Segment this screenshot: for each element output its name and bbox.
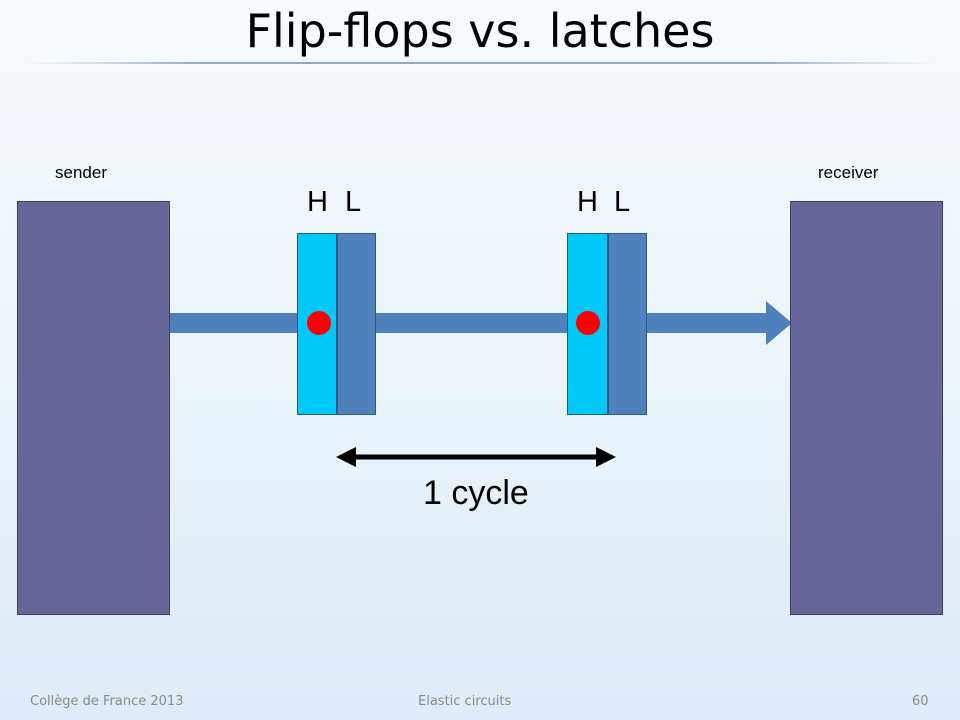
token-dot-2 (576, 311, 600, 335)
latch-1-low (337, 233, 376, 415)
latch-2-h-label: H (577, 186, 599, 218)
receiver-label: receiver (818, 163, 879, 182)
footer-topic: Elastic circuits (418, 694, 512, 709)
latch-1-h-label: H (307, 186, 329, 218)
latch-1-l-label: L (345, 186, 363, 218)
page-number: 60 (912, 694, 929, 709)
cycle-label: 1 cycle (423, 474, 529, 512)
latch-2-low (608, 233, 647, 415)
title-divider (28, 62, 932, 64)
cycle-arrow (336, 447, 616, 467)
data-wire (168, 313, 774, 333)
receiver-block (790, 201, 943, 615)
slide-title: Flip-flops vs. latches (245, 4, 715, 58)
token-dot-1 (307, 311, 331, 335)
sender-block (17, 201, 170, 615)
footer-venue: Collège de France 2013 (30, 694, 184, 709)
wire-arrowhead (766, 301, 792, 345)
sender-label: sender (55, 163, 107, 182)
latch-2-l-label: L (614, 186, 632, 218)
